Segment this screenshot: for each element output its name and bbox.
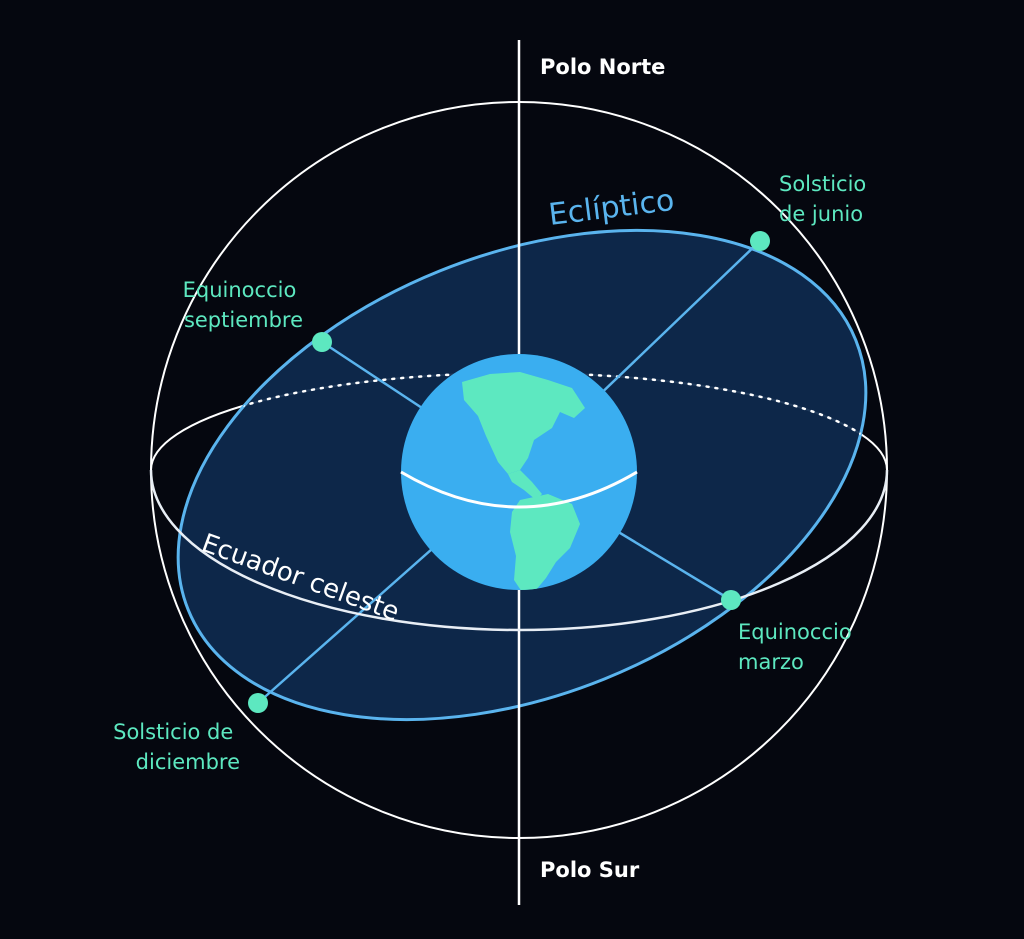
december-solstice-label-line2: diciembre — [136, 750, 240, 774]
september-equinox-label-line2: septiembre — [184, 308, 303, 332]
june-solstice-label: Solsticio de junio — [779, 172, 873, 226]
north-pole-label: Polo Norte — [540, 55, 665, 79]
south-pole-label: Polo Sur — [540, 858, 640, 882]
june-solstice-label-line2: de junio — [779, 202, 863, 226]
march-equinox-label: Equinoccio marzo — [738, 620, 858, 674]
south-america-shape — [510, 494, 580, 590]
central-america-shape — [508, 470, 542, 500]
december-solstice-marker — [248, 693, 268, 713]
september-equinox-label-line1: Equinoccio — [183, 278, 297, 302]
celestial-equator-front — [149, 469, 889, 632]
june-solstice-marker — [750, 231, 770, 251]
march-equinox-marker — [721, 590, 741, 610]
december-solstice-label-line1: Solsticio de — [113, 720, 233, 744]
september-equinox-marker — [312, 332, 332, 352]
december-solstice-label: Solsticio de diciembre — [113, 720, 240, 774]
ecliptic-label: Eclíptico — [547, 183, 676, 233]
earth-equator-line — [400, 470, 638, 509]
march-equinox-label-line2: marzo — [738, 650, 804, 674]
june-solstice-label-line1: Solsticio — [779, 172, 866, 196]
march-equinox-label-line1: Equinoccio — [738, 620, 852, 644]
earth — [400, 354, 638, 590]
north-america-shape — [462, 372, 585, 474]
september-equinox-label: Equinoccio septiembre — [183, 278, 303, 332]
